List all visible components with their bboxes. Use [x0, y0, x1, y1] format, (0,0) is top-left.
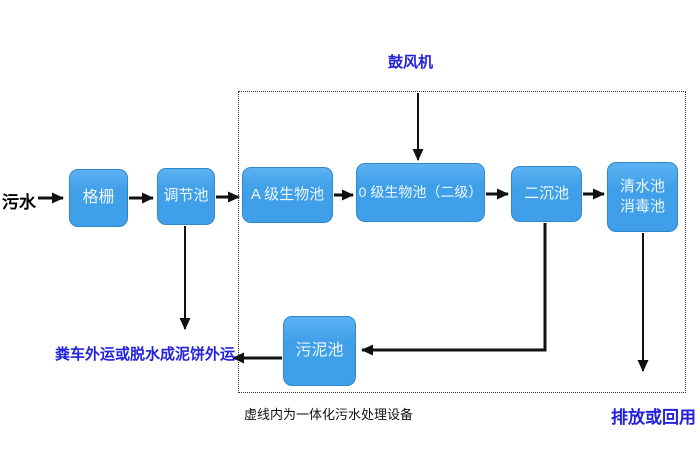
node-clear-water-tank-label: 清水池: [619, 177, 665, 195]
node-sludge-tank-label: 污泥池: [295, 342, 344, 360]
node-o-bio-tank-label: 0 级生物池（二级）: [358, 184, 483, 201]
node-sludge-tank: 污泥池: [283, 316, 356, 386]
node-grid-screen: 格栅: [69, 169, 128, 227]
blower-label: 鼓风机: [388, 54, 434, 71]
node-disinfection-tank-label: 消毒池: [619, 198, 665, 215]
node-grid-screen-label: 格栅: [82, 189, 115, 207]
node-secondary-sedimentation-tank: 二沉池: [511, 166, 582, 222]
node-clear-water-disinfection-tank: 清水池 消毒池: [607, 162, 678, 232]
discharge-reuse-label: 排放或回用: [611, 408, 696, 427]
node-o-bio-tank: 0 级生物池（二级）: [356, 163, 485, 222]
node-regulating-tank-label: 调节池: [163, 187, 209, 205]
dashed-box-caption: 虚线内为一体化污水处理设备: [244, 407, 414, 422]
sewage-inflow-label: 污水: [2, 193, 36, 212]
node-regulating-tank: 调节池: [157, 168, 215, 225]
node-a-bio-tank-label: A 级生物池: [250, 185, 325, 203]
node-a-bio-tank: A 级生物池: [242, 167, 333, 223]
node-secondary-sedimentation-tank-label: 二沉池: [523, 184, 569, 202]
arrow-sedimentation-to-sludge: [361, 223, 547, 356]
sludge-disposal-label: 粪车外运或脱水成泥饼外运: [55, 346, 236, 363]
integrated-equipment-boundary: [238, 91, 686, 393]
